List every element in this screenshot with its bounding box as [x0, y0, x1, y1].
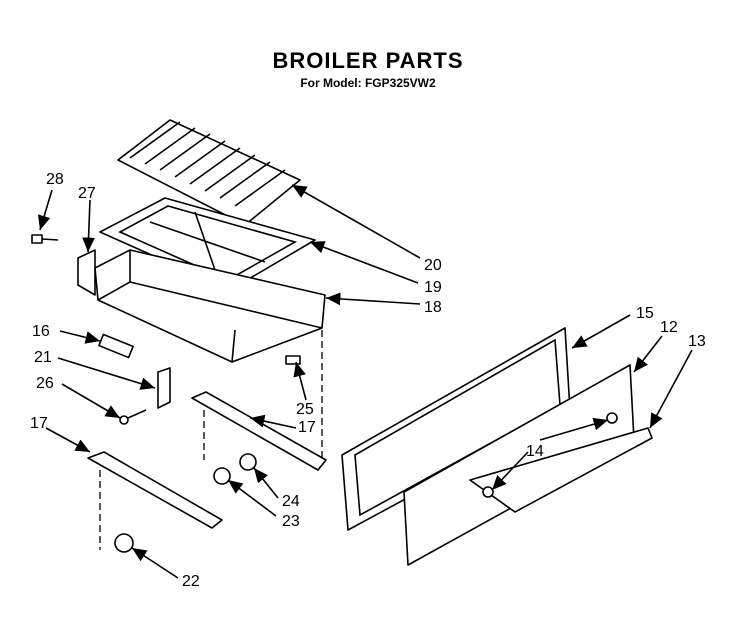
callout-label: 14: [526, 443, 544, 460]
roller-part: [114, 533, 134, 553]
igniter-part: [98, 333, 134, 359]
bracket-part: [157, 367, 171, 409]
spacer-part: [606, 412, 618, 424]
screw-part: [119, 409, 147, 425]
handle-part: [469, 427, 653, 513]
callout-label: 25: [296, 401, 314, 418]
callout-label: 15: [636, 305, 654, 322]
callout-label: 20: [424, 257, 442, 274]
diagram-subtitle: For Model: FGP325VW2: [300, 76, 436, 90]
callout-label: 26: [36, 375, 54, 392]
callout-label: 28: [46, 171, 64, 188]
callout-label: 13: [688, 333, 706, 350]
rail-part: [87, 451, 223, 529]
callout-label: 22: [182, 573, 200, 590]
broiler-grid-part: [117, 119, 301, 226]
callout-label: 12: [660, 319, 678, 336]
roller-part: [213, 467, 231, 485]
clip-part: [285, 355, 301, 365]
callout-label: 24: [282, 493, 300, 510]
roller-part: [239, 453, 257, 471]
callout-label: 21: [34, 349, 52, 366]
callout-label: 17: [30, 415, 48, 432]
callout-label: 27: [78, 185, 96, 202]
diagram-title: BROILER PARTS: [272, 48, 464, 73]
spacer-part: [482, 486, 494, 498]
screw-part: [31, 234, 59, 244]
callout-label: 16: [32, 323, 50, 340]
callout-label: 17: [298, 419, 316, 436]
broiler-drawer-part: [77, 249, 326, 363]
callout-label: 19: [424, 279, 442, 296]
rail-part: [191, 391, 327, 471]
callout-label: 18: [424, 299, 442, 316]
callout-label: 23: [282, 513, 300, 530]
